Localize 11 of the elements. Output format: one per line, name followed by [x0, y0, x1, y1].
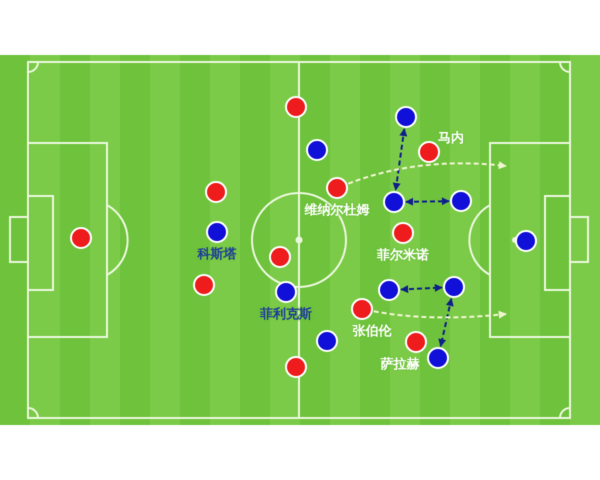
player-name: 马内: [438, 130, 464, 147]
movement-arrow: [438, 298, 454, 348]
player-name: 张伯伦: [352, 323, 392, 340]
movement-arrow: [392, 128, 408, 191]
movement-arrow: [374, 310, 507, 319]
movement-arrow: [348, 161, 507, 185]
player-name: 科斯塔: [198, 246, 236, 263]
player-name: 萨拉赫: [380, 356, 420, 373]
movement-arrow: [400, 284, 443, 294]
player-name: 菲尔米诺: [377, 247, 429, 264]
movement-arrow: [405, 197, 450, 206]
